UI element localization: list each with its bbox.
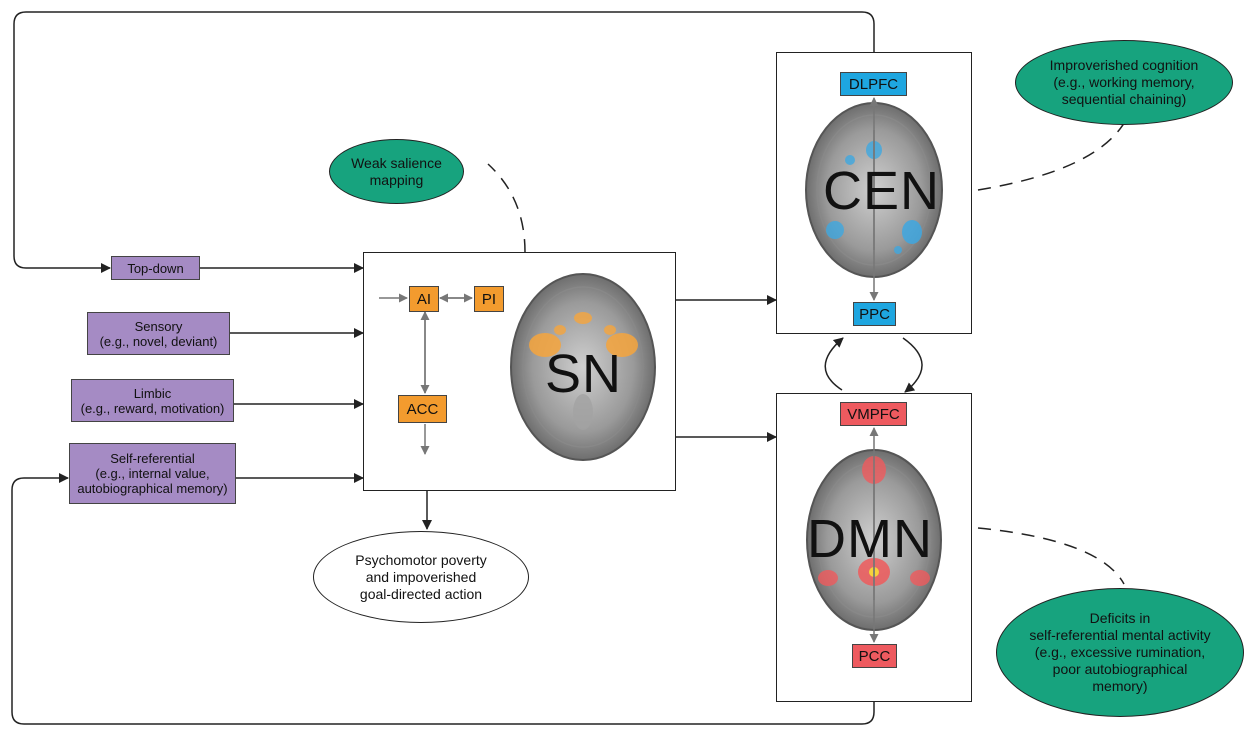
- dmn-node-vmpfc: VMPFC: [840, 402, 907, 426]
- input-limbic: Limbic (e.g., reward, motivation): [71, 379, 234, 422]
- selfref-feedback-line: [11, 473, 875, 725]
- sn-node-acc: ACC: [398, 395, 447, 423]
- topdown-feedback-line: [13, 11, 875, 273]
- dmn-label: DMN: [807, 509, 933, 569]
- cen-node-dlpfc: DLPFC: [840, 72, 907, 96]
- input-self-referential: Self-referential (e.g., internal value, …: [69, 443, 236, 504]
- callout-self-referential-deficits: Deficits in self-referential mental acti…: [996, 588, 1244, 717]
- callout-impoverished-cognition: Improverished cognition (e.g., working m…: [1015, 40, 1233, 125]
- callout-weak-salience: Weak salience mapping: [329, 139, 464, 204]
- dmn-node-pcc: PCC: [852, 644, 897, 668]
- sn-label: SN: [545, 344, 623, 404]
- cen-label: CEN: [823, 161, 941, 221]
- input-top-down: Top-down: [111, 256, 200, 280]
- callout-psychomotor-poverty: Psychomotor poverty and impoverished goa…: [313, 531, 529, 623]
- input-sensory: Sensory (e.g., novel, deviant): [87, 312, 230, 355]
- cen-node-ppc: PPC: [853, 302, 896, 326]
- sn-node-pi: PI: [474, 286, 504, 312]
- sn-node-ai: AI: [409, 286, 439, 312]
- sn-brain-image: [510, 273, 656, 461]
